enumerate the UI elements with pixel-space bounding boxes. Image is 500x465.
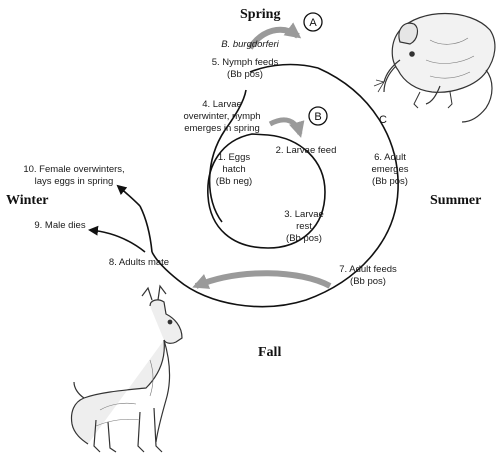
stage-5-label: 5. Nymph feeds (Bb pos): [212, 57, 279, 80]
outer-cycle-arc: [151, 67, 399, 308]
svg-text:(Bb pos): (Bb pos): [372, 176, 408, 187]
stage-8-label: 8. Adults mate: [109, 257, 169, 268]
svg-text:7. Adult feeds: 7. Adult feeds: [339, 264, 397, 275]
svg-text:5. Nymph feeds: 5. Nymph feeds: [212, 57, 279, 68]
svg-text:B: B: [314, 111, 321, 123]
svg-text:emerges: emerges: [372, 164, 409, 175]
svg-text:(Bb pos): (Bb pos): [227, 69, 263, 80]
svg-text:9. Male dies: 9. Male dies: [34, 220, 85, 231]
svg-text:overwinter, nymph: overwinter, nymph: [183, 111, 260, 122]
stage-4-label: 4. Larvae overwinter, nymph emerges in s…: [183, 99, 260, 134]
svg-text:hatch: hatch: [222, 164, 245, 175]
gray-arrow-a: [247, 22, 302, 50]
svg-text:1. Eggs: 1. Eggs: [218, 152, 250, 163]
svg-text:(Bb pos): (Bb pos): [286, 233, 322, 244]
svg-text:2. Larvae feed: 2. Larvae feed: [276, 145, 337, 156]
svg-text:4. Larvae: 4. Larvae: [202, 99, 242, 110]
season-spring: Spring: [240, 7, 280, 22]
winter-branch-line: [139, 205, 153, 253]
svg-text:10. Female overwinters,: 10. Female overwinters,: [23, 164, 124, 175]
svg-text:rest: rest: [296, 221, 312, 232]
gray-arrow-fall: [192, 270, 332, 289]
season-fall: Fall: [258, 345, 281, 360]
svg-text:A: A: [309, 17, 317, 29]
stage-2-label: 2. Larvae feed: [276, 145, 337, 156]
male-dies-arrow: [88, 225, 146, 253]
mouse-illustration: [373, 13, 496, 123]
svg-text:3. Larvae: 3. Larvae: [284, 209, 324, 220]
stage-1-label: 1. Eggs hatch (Bb neg): [216, 152, 252, 187]
gray-arrow-b: [268, 117, 305, 138]
svg-text:(Bb pos): (Bb pos): [350, 276, 386, 287]
marker-a: A: [303, 12, 323, 32]
deer-illustration: [70, 284, 183, 453]
svg-text:8. Adults mate: 8. Adults mate: [109, 257, 169, 268]
svg-text:(Bb neg): (Bb neg): [216, 176, 252, 187]
spiral-tail: [208, 89, 247, 223]
svg-text:6. Adult: 6. Adult: [374, 152, 406, 163]
svg-text:emerges in spring: emerges in spring: [184, 123, 260, 134]
nymph-to-adult-arc: [249, 63, 319, 73]
season-winter: Winter: [6, 193, 49, 208]
organism-label: B. burgdorferi: [221, 39, 279, 50]
female-overwinter-arrow: [116, 184, 141, 207]
stage-7-label: 7. Adult feeds (Bb pos): [339, 264, 397, 287]
season-summer: Summer: [430, 193, 481, 208]
stage-6-label: 6. Adult emerges (Bb pos): [372, 152, 409, 187]
stage-3-label: 3. Larvae rest (Bb pos): [284, 209, 324, 244]
marker-c: C: [379, 114, 387, 126]
inner-spiral: [207, 133, 326, 249]
marker-b: B: [308, 106, 328, 126]
svg-text:lays eggs in spring: lays eggs in spring: [35, 176, 114, 187]
stage-10-label: 10. Female overwinters, lays eggs in spr…: [23, 164, 124, 187]
stage-9-label: 9. Male dies: [34, 220, 85, 231]
